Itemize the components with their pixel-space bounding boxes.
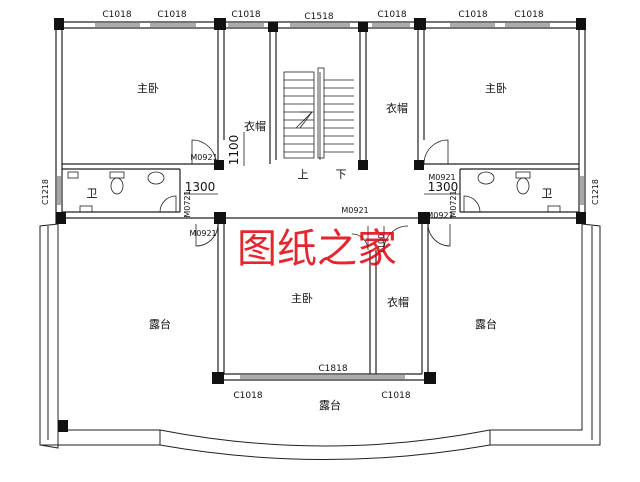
dimension-lines (184, 132, 460, 195)
terrace-outline (39, 223, 601, 460)
window-label-bottom-left: C1018 (233, 391, 262, 401)
window-label-top-2: C1018 (157, 10, 186, 20)
window-label-top-7: C1018 (514, 10, 543, 20)
window-label-top-4: C1518 (304, 12, 333, 22)
window-label-side-left: C1218 (41, 179, 50, 205)
doors-symbols (159, 139, 481, 251)
dimension-labels: 1100 1300 1300 (185, 135, 459, 194)
door-label-center-bedroom: M0921 (341, 206, 368, 215)
door-label-left-bath: M0721 (183, 190, 192, 217)
door-label-left-bedroom: M0921 (190, 153, 217, 162)
room-label-master-right: 主卧 (485, 82, 507, 95)
dimension-right-hall: 1300 (428, 180, 459, 194)
columns (54, 18, 586, 432)
window-labels: C1018 C1018 C1018 C1518 C1018 C1018 C101… (41, 10, 600, 401)
stair-label-down: 下 (336, 168, 347, 181)
window-label-bottom-center: C1818 (318, 364, 347, 374)
room-label-closet-left: 衣帽 (244, 119, 266, 133)
door-label-left-terrace: M0921 (189, 229, 216, 238)
dimension-closet-depth: 1100 (227, 135, 241, 166)
room-label-closet-lower: 衣帽 (387, 295, 409, 309)
door-label-right-terrace: M0921 (426, 211, 453, 220)
window-label-bottom-right: C1018 (381, 391, 410, 401)
room-label-bath-left: 卫 (87, 187, 98, 200)
room-label-closet-right: 衣帽 (386, 101, 408, 115)
window-label-top-5: C1018 (377, 10, 406, 20)
window-label-top-3: C1018 (231, 10, 260, 20)
room-label-terrace-bottom: 露台 (319, 398, 341, 412)
room-labels: 主卧 主卧 主卧 衣帽 衣帽 衣帽 卫 卫 露台 露台 露台 上 下 (87, 82, 553, 412)
room-label-master-left: 主卧 (137, 82, 159, 95)
room-label-master-center: 主卧 (291, 292, 313, 305)
door-label-right-bath: M0721 (449, 190, 458, 217)
door-labels: M0921 M0721 M0921 M0921 M0721 M0921 M092… (183, 153, 458, 254)
staircase (283, 67, 354, 160)
bath-fixtures (67, 171, 561, 213)
windows-symbols (57, 23, 584, 379)
dimension-left-hall: 1300 (185, 180, 216, 194)
walls (55, 21, 586, 381)
window-label-side-right: C1218 (591, 179, 600, 205)
door-label-lower-closet: 1100 (377, 234, 386, 254)
watermark: 图纸之家 (237, 226, 397, 272)
room-label-terrace-right: 露台 (475, 317, 497, 331)
window-label-top-6: C1018 (458, 10, 487, 20)
door-label-right-bedroom: M0921 (428, 173, 455, 182)
room-label-bath-right: 卫 (542, 187, 553, 200)
room-label-terrace-left: 露台 (149, 317, 171, 331)
window-label-top-1: C1018 (102, 10, 131, 20)
stair-label-up: 上 (298, 168, 309, 181)
